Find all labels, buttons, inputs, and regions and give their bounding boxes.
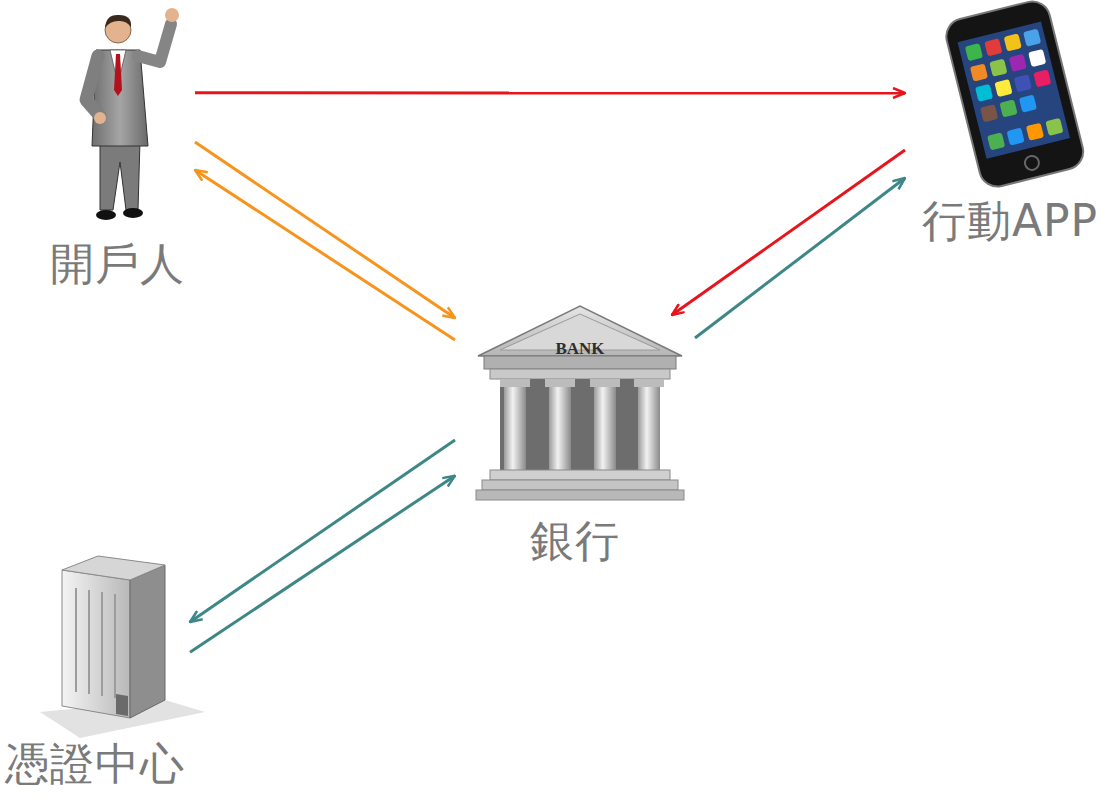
tower-front [62, 570, 130, 718]
app-icon [989, 59, 1007, 77]
node-label: 行動APP [905, 195, 1115, 247]
person-shoe [96, 210, 116, 220]
app-icon [1014, 74, 1032, 92]
tower-window [101, 592, 103, 696]
flow-arrow [195, 142, 455, 318]
certificate-center-node: 憑證中心 [0, 540, 190, 801]
flow-arrow [190, 440, 455, 622]
bank-sign-text: BANK [530, 339, 630, 359]
app-icon [975, 84, 993, 102]
app-icon [1023, 29, 1041, 47]
flow-arrow [195, 170, 455, 340]
tower-side [130, 565, 165, 718]
flow-arrow [190, 476, 455, 653]
bank-column [594, 387, 616, 470]
app-icon [965, 43, 983, 61]
app-icon [1004, 33, 1022, 51]
node-label: 銀行 [455, 515, 695, 567]
person-node: 開戶人 [40, 0, 195, 290]
app-icon [970, 63, 988, 81]
person-hand [165, 8, 179, 22]
bank-column [638, 387, 660, 470]
app-icon [984, 38, 1002, 56]
node-label: 開戶人 [40, 238, 195, 290]
column-capital [545, 379, 575, 387]
app-node: 行動APP [905, 0, 1115, 250]
column-capital [634, 379, 664, 387]
column-capital [500, 379, 530, 387]
bank-column [549, 387, 571, 470]
app-icon [1033, 69, 1051, 87]
phone-body [943, 0, 1087, 190]
tower-window [75, 588, 77, 692]
phone-figure [943, 0, 1087, 190]
app-icon [1045, 118, 1063, 136]
bank-step [482, 480, 678, 490]
phone-screen [958, 22, 1070, 159]
app-icon [987, 132, 1005, 150]
bank-column [504, 387, 526, 470]
app-icon [1006, 128, 1024, 146]
tower-top [62, 556, 165, 580]
node-label: 憑證中心 [0, 738, 190, 790]
app-icon [1009, 54, 1027, 72]
app-icon [1026, 123, 1044, 141]
app-icons [965, 29, 1064, 151]
person-arm [138, 24, 171, 62]
office-tower [40, 556, 205, 738]
app-icon [980, 104, 998, 122]
flow-arrow [672, 150, 905, 315]
person-hair [105, 15, 131, 28]
flow-arrow [695, 178, 905, 338]
bank-wall [500, 379, 660, 471]
person-hand [94, 112, 106, 124]
app-icon [1028, 49, 1046, 67]
tower-window [88, 590, 90, 694]
bank-building [476, 306, 684, 500]
app-icon [994, 79, 1012, 97]
home-button [1023, 154, 1040, 171]
column-capital [590, 379, 620, 387]
person-figure [86, 8, 179, 220]
app-icon [1019, 95, 1037, 113]
person-shoe [123, 208, 143, 218]
tower-window [114, 594, 116, 698]
person-arm [86, 56, 100, 116]
bank-step [490, 470, 670, 480]
bank-entablature [490, 369, 670, 379]
tower-door [116, 694, 128, 716]
person-legs [100, 140, 140, 210]
person-tie [114, 54, 122, 96]
flow-arrow [195, 91, 905, 94]
bank-step [476, 490, 684, 500]
app-icon [999, 99, 1017, 117]
